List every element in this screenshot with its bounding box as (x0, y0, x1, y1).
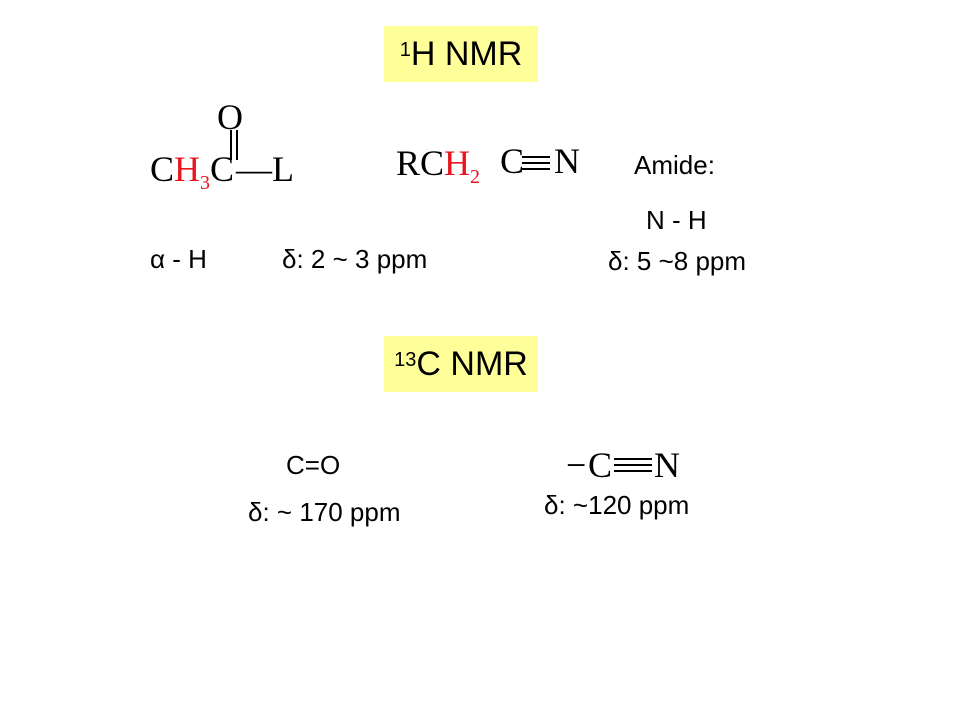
nitrile-r: R (396, 143, 421, 183)
nitrile-n: N (554, 141, 580, 181)
alpha-h-label: α - H (150, 244, 207, 274)
carbonyl-label: C=O (286, 450, 341, 480)
nitrile-c2: C (500, 141, 525, 181)
acyl-bond: — (236, 149, 273, 189)
nitrile-shift: δ: ~120 ppm (544, 490, 690, 520)
c-nmr-superscript: 13 (394, 348, 417, 371)
acyl-l: L (272, 149, 295, 189)
acyl-c1: C (150, 149, 175, 189)
nitrile-h: H (444, 143, 471, 183)
amide-nh-label: N - H (646, 205, 707, 235)
carbonyl-shift: δ: ~ 170 ppm (248, 497, 401, 527)
nitrile-sub-2: 2 (470, 166, 481, 188)
nitrile-formula: RCH2 (396, 142, 480, 188)
carbonyl-double-bond (230, 130, 238, 160)
nitrile-c: C (420, 143, 445, 183)
acyl-c2: C (210, 149, 235, 189)
nitrile-triple-bond (522, 156, 550, 170)
nitrile-group-c: C (588, 445, 613, 485)
nitrile-group-n: N (654, 445, 680, 485)
acyl-sub-3: 3 (200, 172, 211, 194)
amide-label: Amide: (634, 150, 715, 180)
acyl-h: H (174, 149, 201, 189)
amide-shift: δ: 5 ~8 ppm (608, 246, 747, 276)
c-nmr-label: C NMR (416, 344, 528, 383)
nitrile-group-dash: − (566, 445, 587, 485)
alpha-h-shift: δ: 2 ~ 3 ppm (282, 244, 428, 274)
acyl-formula: CH3C—L (150, 148, 295, 194)
h-nmr-label: H NMR (410, 34, 523, 73)
nitrile-group-triple-bond (614, 458, 652, 472)
h-nmr-superscript: 1 (399, 38, 411, 61)
